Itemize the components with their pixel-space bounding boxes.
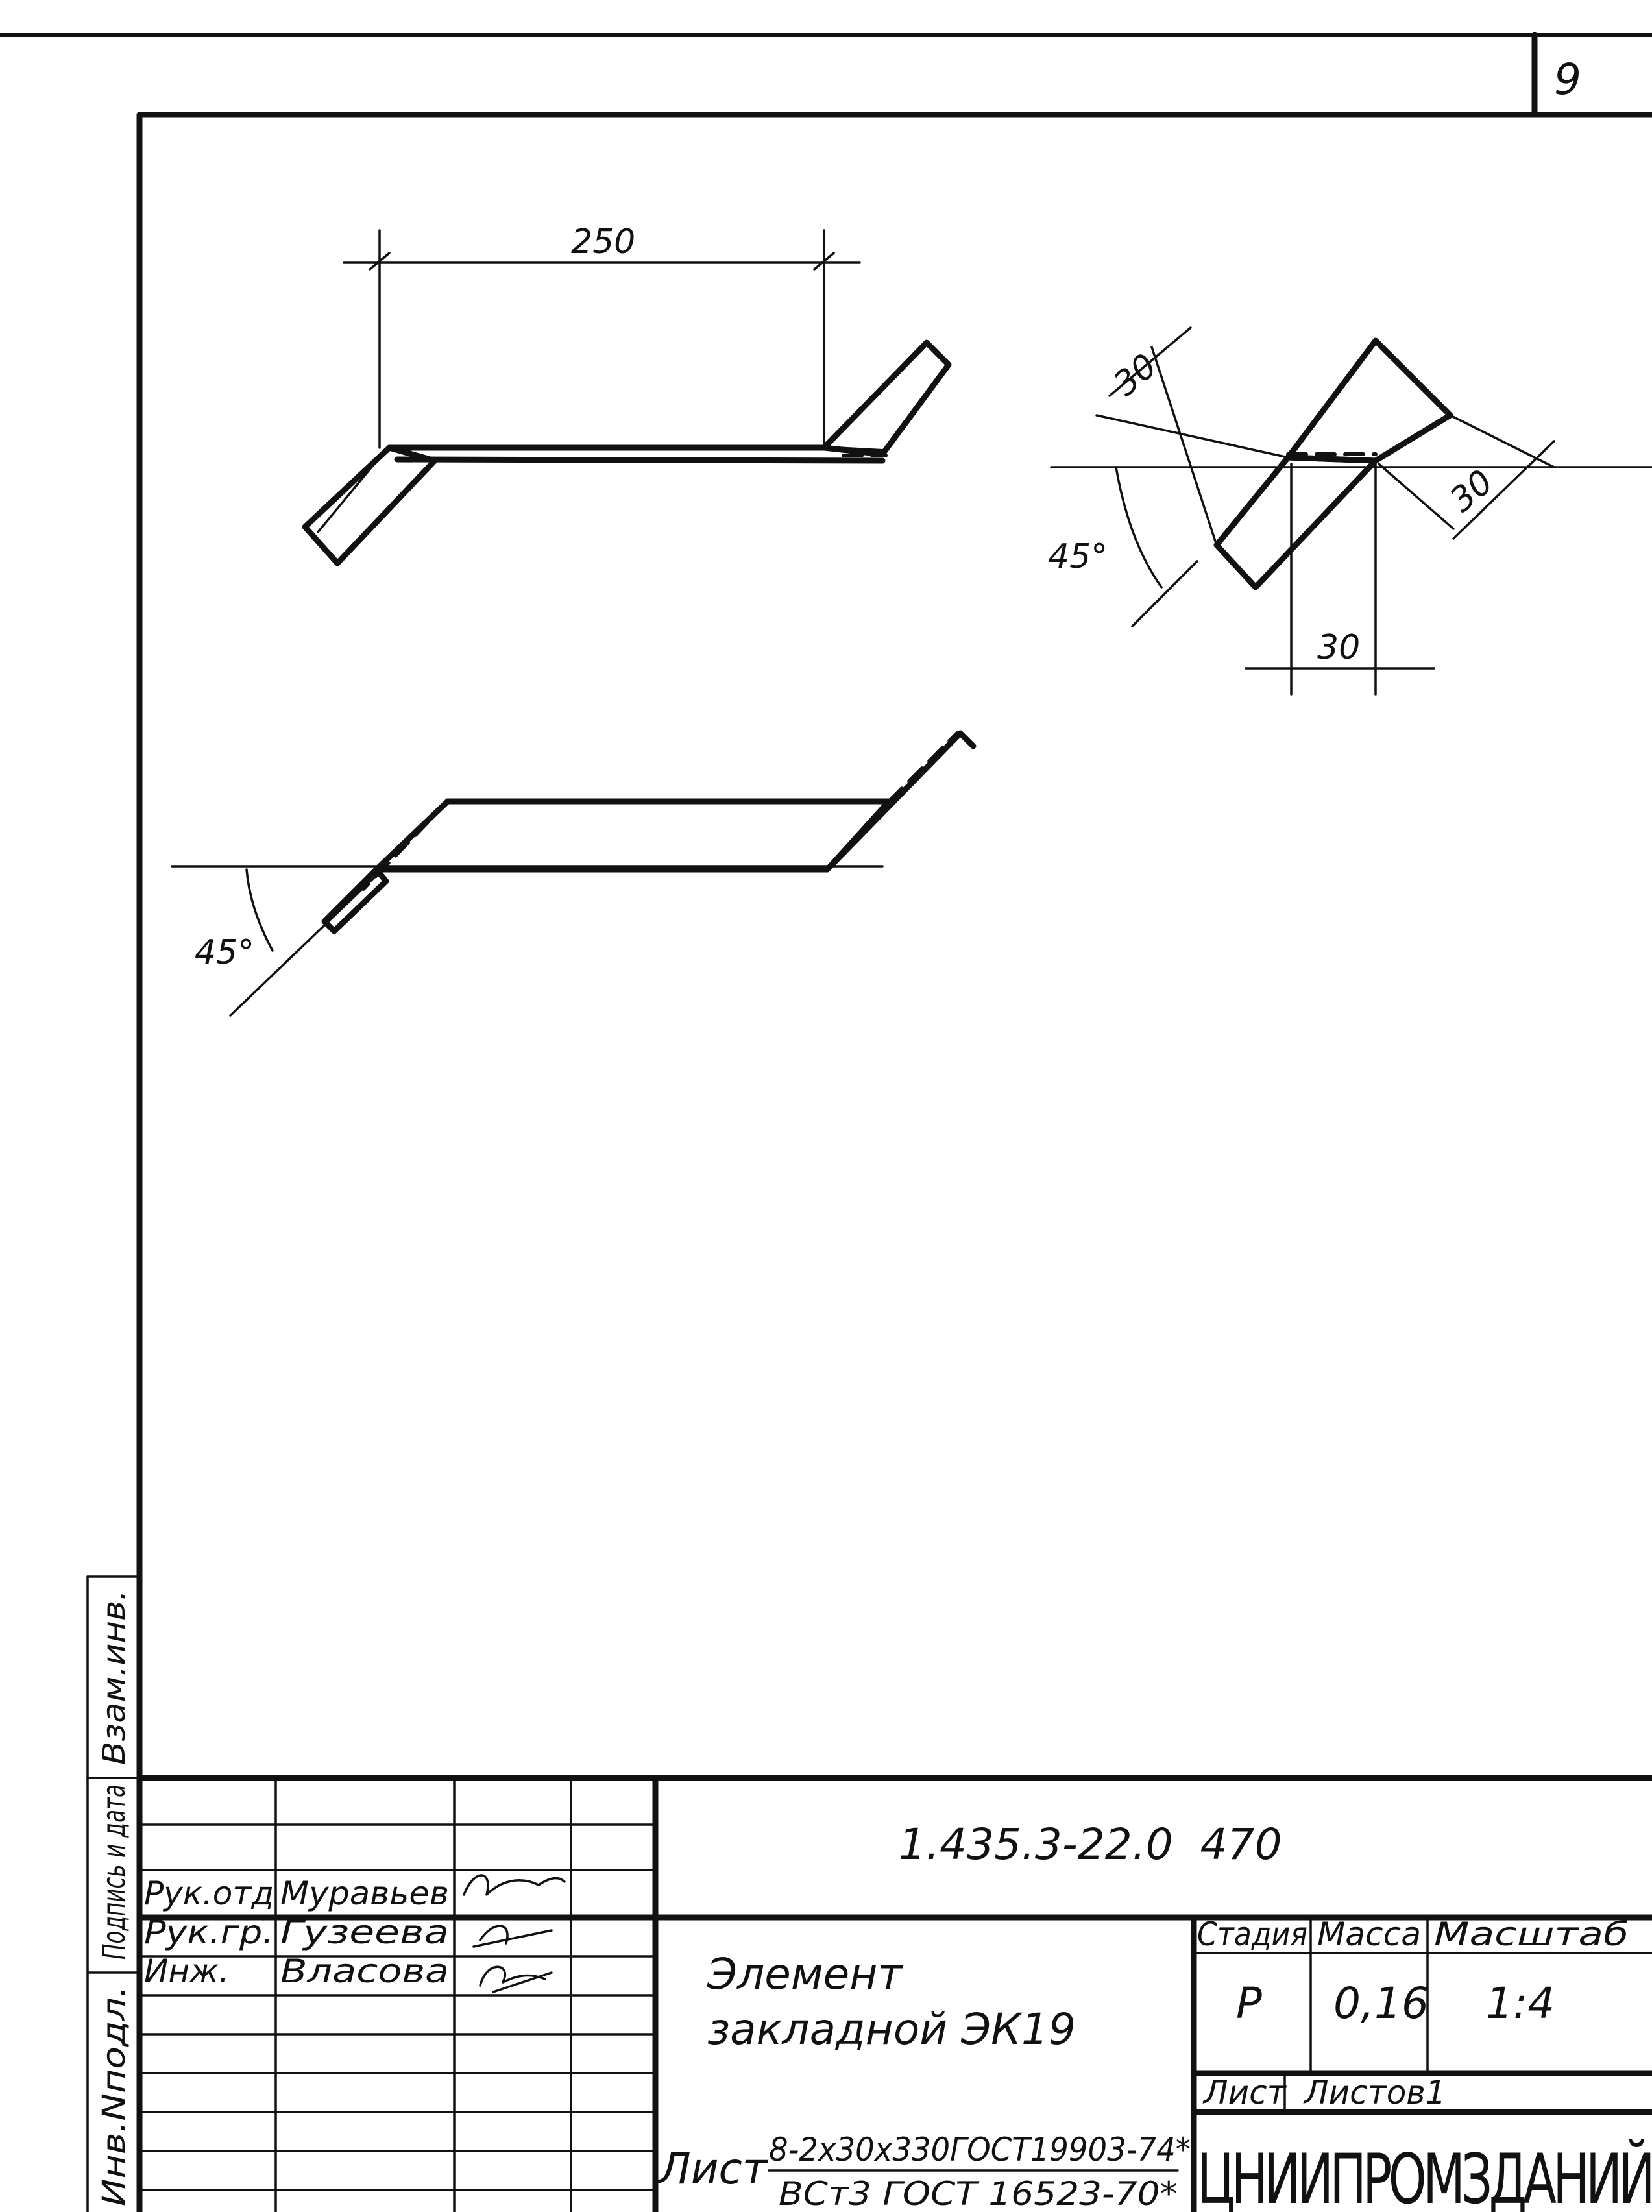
- role-engineer: Инж.: [144, 1952, 229, 1990]
- drawing-code: 1.435.3-22.0 470: [899, 1819, 1282, 1869]
- part-title-line1: Элемент: [707, 1949, 904, 1999]
- angle-top-label: 45°: [1048, 537, 1108, 576]
- dim-width-horiz-label: 30: [1317, 628, 1360, 667]
- header-scale: Масштаб: [1434, 1915, 1629, 1953]
- dim-width-diag-label: 30: [1106, 346, 1164, 404]
- name-head-group: Гузеева: [280, 1914, 449, 1951]
- value-mass: 0,16: [1333, 1978, 1429, 2028]
- part-section-view: [1050, 326, 1652, 696]
- header-mass: Масса: [1317, 1915, 1421, 1953]
- spec-material-top: 8-2x30x330ГОСТ19903-74*: [769, 2131, 1191, 2169]
- frame: [0, 32, 1652, 2212]
- header-stage: Стадия: [1197, 1915, 1307, 1953]
- sheet-label: Лист: [1202, 2074, 1287, 2111]
- sheet-number: 9: [1554, 55, 1581, 104]
- side-field-vzam-inv: Взам.инв.: [96, 1590, 132, 1765]
- role-head-group: Рук.гр.: [144, 1914, 274, 1951]
- value-stage: Р: [1236, 1978, 1262, 2028]
- spec-prefix: Лист: [657, 2144, 769, 2194]
- signature-marks: [463, 1874, 566, 1993]
- side-field-strip: [86, 1575, 141, 2212]
- part-title-line2: закладной ЭК19: [707, 2004, 1076, 2054]
- side-field-sign-date: Подпись и дата: [96, 1784, 132, 1960]
- spec-material-bottom: ВСт3 ГОСТ 16523-70*: [779, 2175, 1178, 2212]
- name-head-dept: Муравьев: [280, 1875, 449, 1912]
- sheets-label: Листов1: [1303, 2074, 1446, 2111]
- dim-length-label: 250: [571, 223, 635, 261]
- role-head-dept: Рук.отд: [144, 1875, 274, 1912]
- part-side-view: [171, 730, 977, 1017]
- organization-name: ЦНИИПРОМЗДАНИЙ: [1197, 2139, 1651, 2212]
- part-top-view: [302, 229, 952, 566]
- dim-depth-diag-label: 30: [1442, 463, 1500, 520]
- name-engineer: Власова: [280, 1952, 449, 1990]
- title-block-grid: [136, 1775, 1652, 2212]
- angle-bottom-label: 45°: [195, 933, 254, 972]
- value-scale: 1:4: [1486, 1978, 1555, 2028]
- side-field-inv-orig: Инв.Nподл.: [96, 1986, 132, 2206]
